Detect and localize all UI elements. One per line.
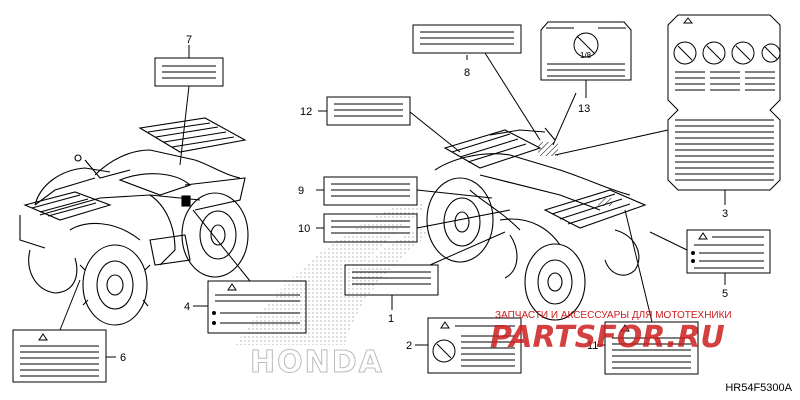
- label-4-sticker: [207, 280, 307, 334]
- label-12-sticker: [326, 96, 411, 126]
- callout-9: 8: [464, 67, 470, 79]
- watermark-caption: ЗАПЧАСТИ И АКСЕССУАРЫ ДЛЯ МОТОТЕХНИКИ: [495, 310, 732, 321]
- label-13-age-text: 1/8: [580, 51, 592, 60]
- callout-4: 4: [184, 301, 190, 313]
- label-6-sticker: [12, 329, 107, 383]
- callout-3: 3: [722, 208, 728, 220]
- watermark-partsfor: PARTSFOR.RU: [490, 320, 725, 355]
- label-7-sticker: [604, 321, 699, 375]
- diagram-code: HR54F5300A: [725, 382, 792, 394]
- callout-5: 5: [722, 288, 728, 300]
- callout-2: 2: [406, 340, 412, 352]
- atv-right-illustration: [426, 127, 647, 321]
- callout-11: 10: [298, 223, 310, 235]
- callout-7: 11: [587, 340, 598, 352]
- label-5-sticker: [686, 229, 771, 274]
- label-13-sticker: [540, 21, 632, 81]
- honda-watermark-text: HONDA: [250, 345, 384, 380]
- label-9-sticker: [412, 24, 522, 54]
- label-1-sticker: [344, 264, 439, 296]
- callout-6: 6: [120, 352, 126, 364]
- label-3-sticker: [667, 14, 781, 191]
- leader-lines: [59, 45, 726, 358]
- label-10-sticker: [323, 176, 418, 206]
- callout-10: 9: [298, 185, 304, 197]
- callout-numbers: 7 12 8 13 3 9 10 1 4 6 5 2 11: [120, 34, 728, 364]
- callout-12: 12: [300, 106, 312, 118]
- atv-left-illustration: [19, 117, 249, 326]
- label-2-sticker: [427, 317, 522, 374]
- honda-wing-watermark: [235, 200, 427, 345]
- label-8-sticker: [154, 57, 224, 87]
- callout-8: 7: [186, 34, 192, 46]
- callout-13: 13: [578, 103, 590, 115]
- callout-1: 1: [388, 313, 394, 325]
